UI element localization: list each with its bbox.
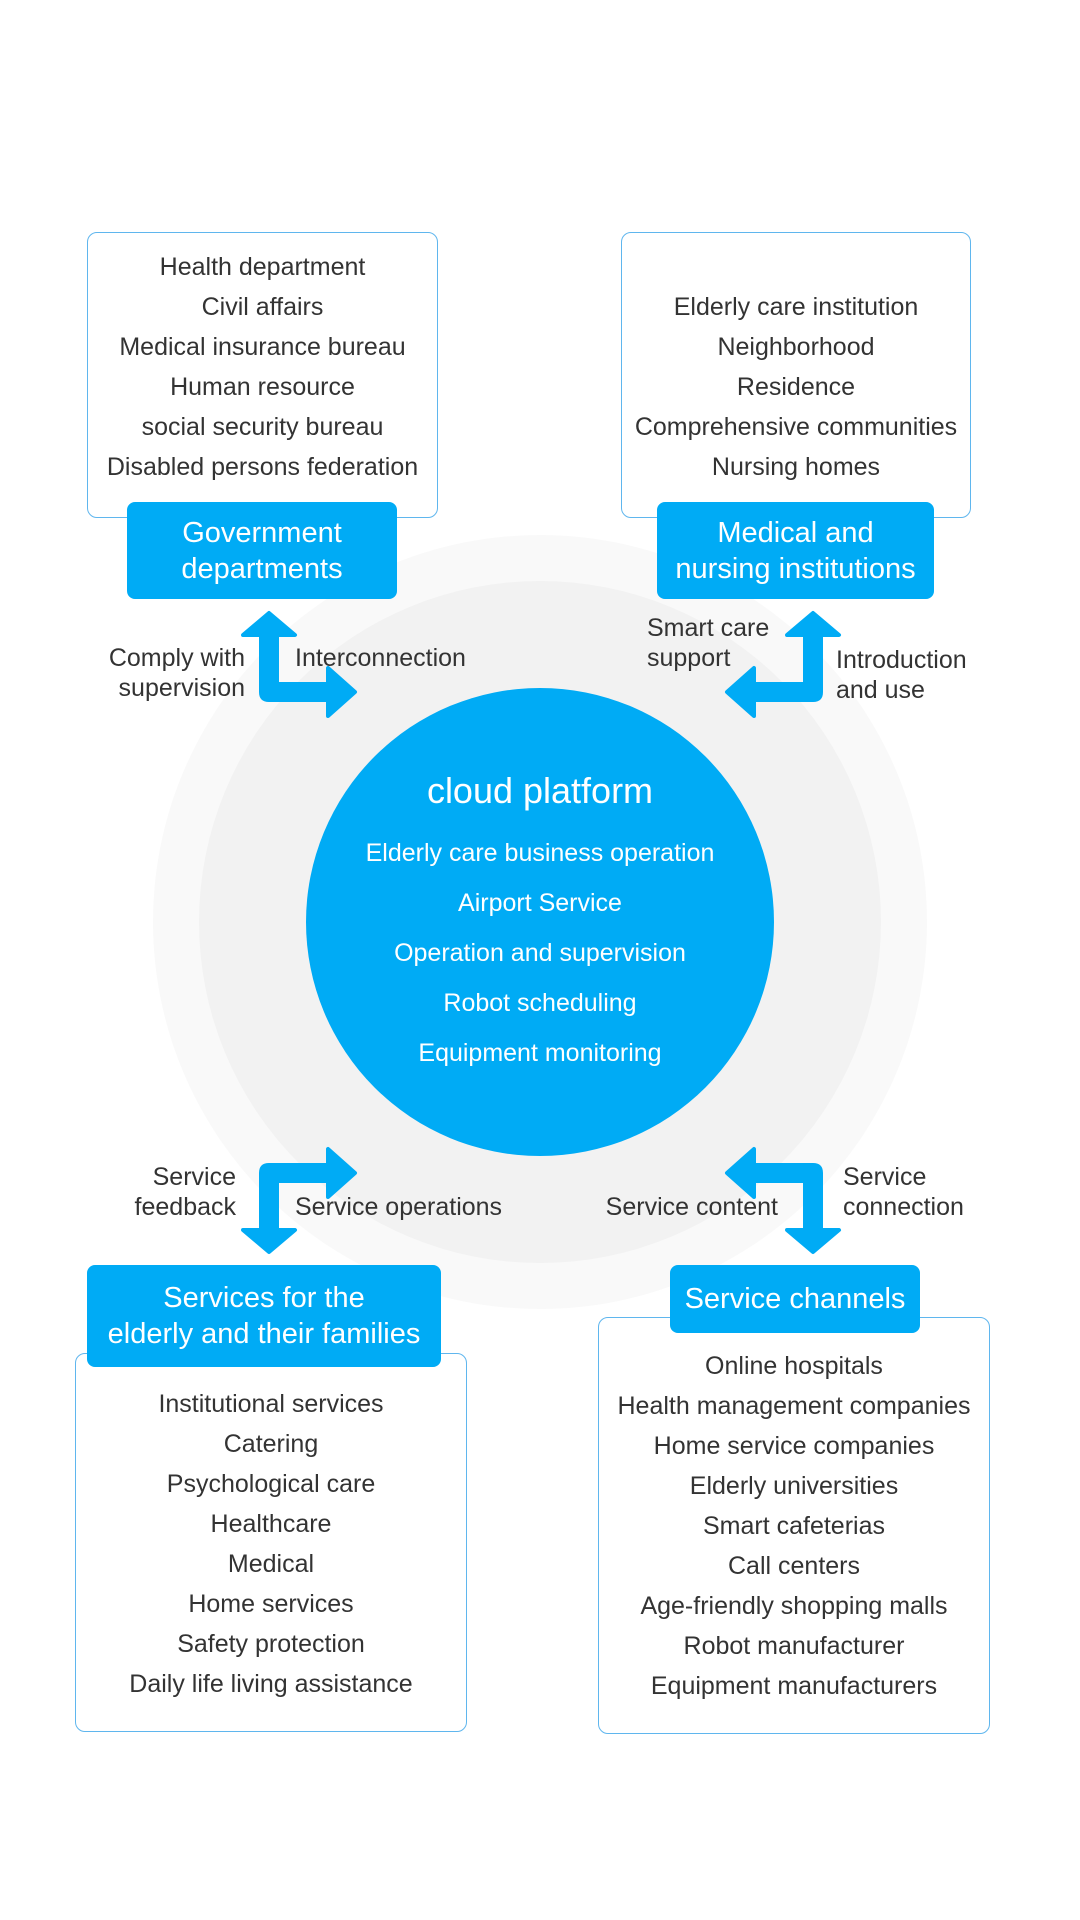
channels-title: Service channels (684, 1283, 906, 1315)
platform-item: Equipment monitoring (418, 1039, 662, 1067)
elderly-item: Home services (188, 1590, 354, 1618)
elderly-double-arrow-icon (241, 1147, 357, 1254)
medical-item: Elderly care institution (673, 293, 919, 321)
elderly-item: Institutional services (158, 1390, 384, 1418)
gov-left-line2: supervision (118, 674, 245, 702)
cloud-platform-list: Elderly care business operation Airport … (306, 828, 774, 1078)
government-item: Medical insurance bureau (119, 333, 406, 361)
med-right-label: Introduction and use (836, 645, 967, 705)
government-item: social security bureau (141, 413, 384, 441)
government-title-line2: departments (181, 552, 343, 585)
government-card: Health department Civil affairs Medical … (87, 232, 438, 518)
platform-item: Airport Service (458, 889, 622, 917)
channel-item: Smart cafeterias (702, 1512, 885, 1540)
channels-tag: Service channels (670, 1265, 920, 1333)
channels-right-line1: Service (843, 1163, 927, 1191)
elderly-left-line2: feedback (134, 1193, 236, 1221)
channels-double-arrow-icon (725, 1147, 841, 1254)
med-left-line1: Smart care (647, 614, 770, 642)
medical-item: Comprehensive communities (634, 413, 958, 441)
med-right-line1: Introduction (836, 646, 967, 674)
platform-item: Robot scheduling (443, 989, 637, 1017)
elderly-item: Medical (227, 1550, 315, 1578)
medical-item: Neighborhood (717, 333, 875, 361)
elderly-item: Safety protection (177, 1630, 365, 1658)
medical-card: Elderly care institution Neighborhood Re… (621, 232, 971, 518)
government-title-line1: Government (182, 516, 342, 549)
elderly-item: Psychological care (166, 1470, 376, 1498)
gov-double-arrow-icon (241, 611, 357, 718)
channel-item: Robot manufacturer (683, 1632, 905, 1660)
elderly-card: Institutional services Catering Psycholo… (75, 1353, 467, 1732)
elderly-right-label: Service operations (295, 1193, 503, 1221)
medical-item: Residence (736, 373, 856, 401)
channel-item: Online hospitals (705, 1352, 883, 1380)
channels-right-label: Service connection (843, 1162, 964, 1222)
medical-item: Nursing homes (711, 453, 881, 481)
elderly-title-line2: elderly and their families (107, 1318, 421, 1350)
government-item: Disabled persons federation (106, 453, 419, 481)
government-item: Civil affairs (201, 293, 324, 321)
cloud-platform-circle: cloud platform Elderly care business ope… (306, 688, 774, 1156)
government-tag: Government departments (127, 502, 397, 599)
channel-item: Home service companies (653, 1432, 935, 1460)
channels-right-line2: connection (843, 1193, 964, 1221)
elderly-title-line1: Services for the (163, 1282, 365, 1314)
channel-item: Call centers (728, 1552, 860, 1580)
elderly-left-label: Service feedback (135, 1162, 236, 1222)
medical-title-line1: Medical and (717, 516, 874, 549)
elderly-item: Catering (223, 1430, 319, 1458)
elderly-tag: Services for the elderly and their famil… (87, 1265, 441, 1367)
channel-item: Equipment manufacturers (650, 1672, 938, 1700)
elderly-left-line1: Service (152, 1163, 236, 1191)
medical-tag: Medical and nursing institutions (657, 502, 934, 599)
platform-item: Operation and supervision (394, 939, 686, 967)
channels-card: Online hospitals Health management compa… (598, 1317, 990, 1734)
med-right-line2: and use (836, 676, 925, 704)
cloud-platform-title: cloud platform (426, 770, 654, 811)
gov-left-label: Comply with supervision (109, 643, 245, 703)
channel-item: Elderly universities (689, 1472, 899, 1500)
med-double-arrow-icon (725, 611, 841, 718)
elderly-item: Daily life living assistance (129, 1670, 413, 1698)
government-item: Human resource (170, 373, 355, 401)
elderly-item: Healthcare (210, 1510, 332, 1538)
channel-item: Age-friendly shopping malls (640, 1592, 948, 1620)
channels-left-label: Service content (605, 1193, 778, 1221)
med-left-line2: support (647, 644, 731, 672)
channel-item: Health management companies (617, 1392, 971, 1420)
gov-left-line1: Comply with (108, 644, 245, 672)
platform-item: Elderly care business operation (365, 839, 715, 867)
med-left-label: Smart care support (647, 613, 769, 673)
gov-right-label: Interconnection (295, 644, 466, 672)
medical-title-line2: nursing institutions (675, 552, 916, 585)
government-item: Health department (159, 253, 366, 281)
